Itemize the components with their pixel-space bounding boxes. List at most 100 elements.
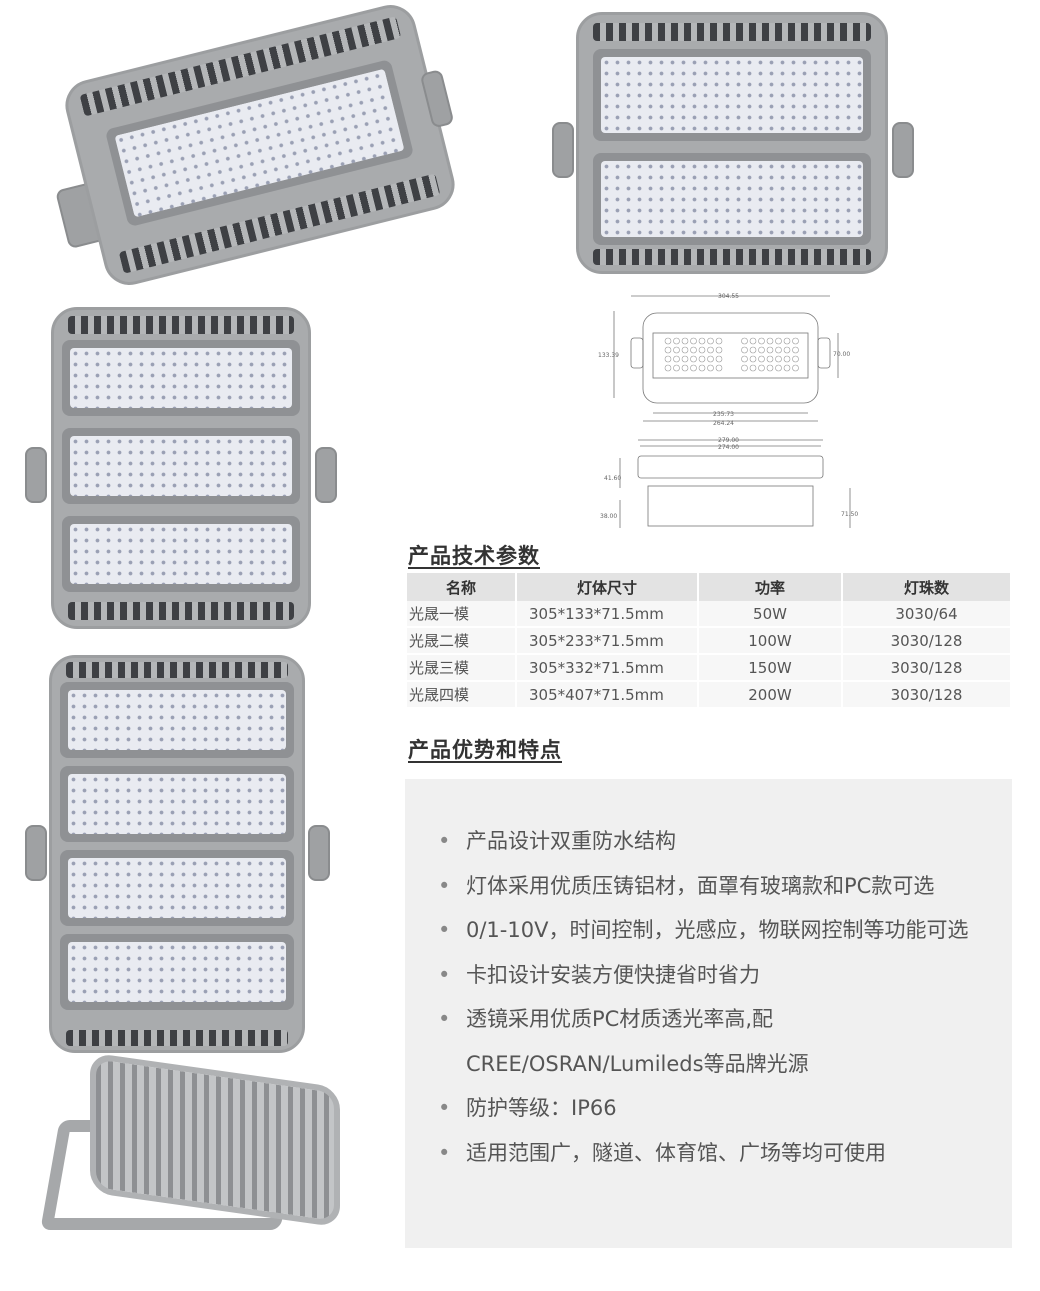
drawing-led xyxy=(741,346,748,354)
drawing-led xyxy=(698,337,706,345)
drawing-led xyxy=(681,346,689,354)
drawing-led xyxy=(681,337,689,345)
drawing-led xyxy=(758,364,765,372)
drawing-led xyxy=(792,337,799,345)
feature-item: 防护等级：IP66 xyxy=(405,1086,1012,1131)
column-header: 功率 xyxy=(699,573,841,601)
dim-text: 235.73 xyxy=(713,411,734,418)
drawing-led xyxy=(707,364,714,372)
drawing-led xyxy=(707,337,714,345)
cell: 305*332*71.5mm xyxy=(517,655,697,682)
drawing-led xyxy=(749,364,757,372)
feature-item: 0/1-10V，时间控制，光感应，物联网控制等功能可选 xyxy=(405,908,1012,953)
drawing-led xyxy=(758,337,765,345)
drawing-led xyxy=(664,364,672,372)
dim-text: 304.55 xyxy=(718,293,739,300)
dim-text: 264.24 xyxy=(713,420,734,427)
product-photo-three-module xyxy=(25,307,337,629)
dim-text: 41.60 xyxy=(604,475,621,482)
drawing-led xyxy=(673,364,680,372)
product-photo-one-module xyxy=(38,0,482,305)
drawing-led xyxy=(783,346,791,354)
product-photo-back-view xyxy=(40,1052,340,1240)
drawing-led xyxy=(749,355,757,363)
drawing-led xyxy=(690,355,697,363)
cell: 305*233*71.5mm xyxy=(517,628,697,655)
drawing-led xyxy=(749,337,757,345)
drawing-led xyxy=(681,364,689,372)
drawing-led xyxy=(715,355,723,363)
drawing-led xyxy=(783,337,791,345)
drawing-led xyxy=(741,355,748,363)
cell: 光晟二模 xyxy=(407,628,515,655)
feature-item: 透镜采用优质PC材质透光率高,配CREE/OSRAN/Lumileds等品牌光源 xyxy=(405,997,1012,1086)
drawing-led xyxy=(766,355,774,363)
cell: 3030/128 xyxy=(843,628,1010,655)
cell: 305*407*71.5mm xyxy=(517,682,697,709)
drawing-led xyxy=(766,346,774,354)
drawing-led xyxy=(741,364,748,372)
drawing-led xyxy=(690,346,697,354)
drawing-led xyxy=(690,364,697,372)
cell: 150W xyxy=(699,655,841,682)
drawing-led xyxy=(792,364,799,372)
specs-title: 产品技术参数 xyxy=(408,544,540,568)
drawing-led xyxy=(673,346,680,354)
dimension-drawing: 304.55 133.39 70.00 235.73 264.24 279.00… xyxy=(598,293,858,528)
drawing-led xyxy=(715,346,723,354)
features-panel: 产品设计双重防水结构 灯体采用优质压铸铝材，面罩有玻璃款和PC款可选 0/1-1… xyxy=(405,779,1012,1248)
drawing-led xyxy=(690,337,697,345)
drawing-led xyxy=(792,355,799,363)
drawing-led xyxy=(783,355,791,363)
drawing-led xyxy=(673,337,680,345)
drawing-led xyxy=(707,355,714,363)
column-header: 灯体尺寸 xyxy=(517,573,697,601)
drawing-led xyxy=(715,337,723,345)
drawing-led xyxy=(775,337,782,345)
cell: 光晟一模 xyxy=(407,601,515,628)
drawing-led xyxy=(664,346,672,354)
cell: 305*133*71.5mm xyxy=(517,601,697,628)
feature-item: 适用范围广，隧道、体育馆、广场等均可使用 xyxy=(405,1131,1012,1176)
column-header: 名称 xyxy=(407,573,515,601)
drawing-led xyxy=(766,337,774,345)
drawing-led xyxy=(698,364,706,372)
drawing-led xyxy=(673,355,680,363)
column-header: 灯珠数 xyxy=(843,573,1010,601)
product-photo-four-module xyxy=(25,655,330,1053)
dim-text: 38.00 xyxy=(600,513,617,520)
cell: 200W xyxy=(699,682,841,709)
cell: 光晟三模 xyxy=(407,655,515,682)
drawing-led xyxy=(749,346,757,354)
dim-text: 274.00 xyxy=(718,444,739,451)
product-photo-two-module xyxy=(552,12,914,274)
drawing-led xyxy=(758,355,765,363)
drawing-led xyxy=(775,346,782,354)
features-title: 产品优势和特点 xyxy=(408,738,562,762)
drawing-led xyxy=(783,364,791,372)
drawing-led xyxy=(775,364,782,372)
drawing-led xyxy=(741,337,748,345)
cell: 3030/64 xyxy=(843,601,1010,628)
dim-text: 70.00 xyxy=(833,351,850,358)
cell: 3030/128 xyxy=(843,655,1010,682)
drawing-led xyxy=(766,364,774,372)
cell: 3030/128 xyxy=(843,682,1010,709)
drawing-led xyxy=(715,364,723,372)
cell: 100W xyxy=(699,628,841,655)
dim-text: 71.50 xyxy=(841,511,858,518)
drawing-led xyxy=(664,355,672,363)
dim-text: 279.00 xyxy=(718,437,739,444)
cell: 50W xyxy=(699,601,841,628)
dim-text: 133.39 xyxy=(598,352,619,359)
drawing-led xyxy=(698,346,706,354)
drawing-led xyxy=(681,355,689,363)
drawing-led xyxy=(758,346,765,354)
drawing-led xyxy=(792,346,799,354)
cell: 光晟四模 xyxy=(407,682,515,709)
